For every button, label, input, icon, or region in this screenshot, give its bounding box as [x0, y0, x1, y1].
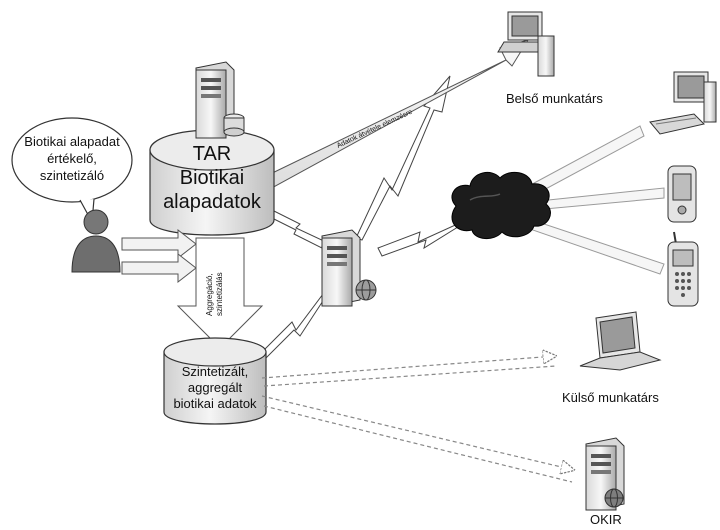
role-bubble: Biotikai alapadat értékelő, szintetizáló: [11, 117, 133, 225]
synth-db-line3: biotikai adatok: [173, 396, 257, 411]
person-to-tar-arrows: [121, 228, 197, 284]
synth-db-line1: Szintetizált,: [182, 364, 248, 379]
synth-database: Szintetizált, aggregált biotikai adatok: [163, 337, 267, 425]
dashed-link-okir-upper: [261, 395, 574, 470]
desktop-computer-icon: [497, 11, 555, 77]
aggregation-arrow: Aggregáció, szintetizálás: [176, 237, 264, 349]
tar-db-line2: Biotikai: [180, 167, 244, 189]
wireless-link-internal: [355, 75, 451, 241]
internal-staff-label: Belső munkatárs: [506, 91, 603, 106]
tar-db-line3: alapadatok: [163, 191, 262, 213]
wireless-links: [257, 75, 480, 363]
aggregation-label-1: Aggregáció,: [205, 273, 214, 316]
dashed-link-external-upper: [261, 356, 556, 379]
desktop-computer-icon: [649, 71, 717, 135]
dashed-links: [261, 356, 574, 483]
dashed-link-external-lower: [263, 365, 557, 387]
laptop-icon: [579, 311, 662, 371]
external-staff-label: Külső munkatárs: [562, 390, 659, 405]
mobile-phone-icon: [667, 231, 699, 307]
tar-database: TAR Biotikai alapadatok: [149, 129, 275, 236]
tar-db-line1: TAR: [193, 143, 232, 165]
synth-db-line2: aggregált: [188, 380, 243, 395]
globe-icon: [604, 488, 624, 508]
bubble-line2: értékelő,: [47, 151, 97, 166]
pda-icon: [667, 165, 697, 223]
okir-label: OKIR: [590, 512, 622, 527]
transfer-arrow-label: Adatok átvétele elemzésre: [336, 109, 414, 150]
person-icon: [71, 209, 121, 273]
globe-icon: [355, 279, 377, 301]
dashed-link-okir-lower: [263, 405, 573, 483]
server-icon: [321, 229, 361, 307]
bubble-line3: szintetizáló: [40, 168, 104, 183]
server-icon: [195, 61, 245, 139]
bubble-line1: Biotikai alapadat: [24, 134, 120, 149]
cloud-icon: [451, 171, 551, 239]
aggregation-label-2: szintetizálás: [215, 272, 224, 316]
